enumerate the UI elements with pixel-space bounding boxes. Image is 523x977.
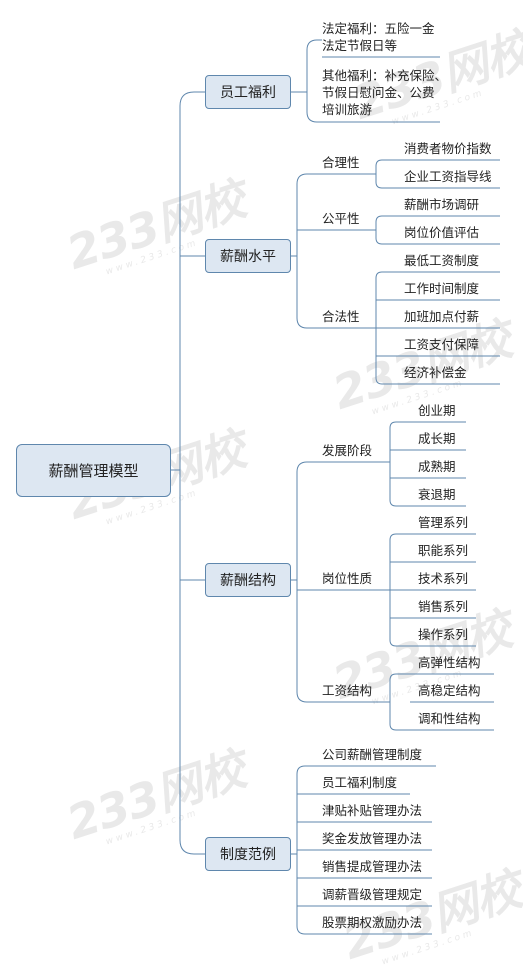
branch-welfare-label: 员工福利: [220, 85, 276, 101]
level-leaf: 加班加点付薪: [404, 309, 480, 324]
structure-leaf: 高弹性结构: [418, 655, 481, 670]
branch-structure: 薪酬结构: [205, 563, 291, 597]
example-item: 津贴补贴管理办法: [322, 803, 423, 818]
structure-leaf: 高稳定结构: [418, 683, 481, 698]
structure-leaf: 成长期: [418, 431, 456, 446]
example-item: 销售提成管理办法: [322, 859, 423, 874]
level-leaf: 最低工资制度: [404, 253, 480, 268]
example-item: 员工福利制度: [322, 775, 398, 790]
structure-sub-label: 工资结构: [322, 683, 373, 698]
structure-leaf: 创业期: [418, 403, 456, 418]
welfare-item: 法定福利：五险一金: [322, 21, 435, 36]
example-item: 奖金发放管理办法: [322, 831, 423, 846]
level-leaf: 工资支付保障: [404, 337, 480, 352]
structure-sub-label: 岗位性质: [322, 571, 373, 586]
structure-leaf: 衰退期: [418, 487, 456, 502]
level-sub-label: 合法性: [322, 309, 360, 324]
structure-leaf: 成熟期: [418, 459, 456, 474]
root-label: 薪酬管理模型: [48, 462, 139, 480]
branch-welfare: 员工福利: [205, 75, 291, 109]
welfare-item: 节假日慰问金、公费: [322, 85, 435, 100]
structure-leaf: 管理系列: [418, 515, 469, 530]
level-leaf: 岗位价值评估: [404, 225, 480, 240]
level-leaf: 经济补偿金: [404, 365, 467, 380]
structure-leaf: 操作系列: [418, 627, 469, 642]
branch-level-label: 薪酬水平: [220, 249, 276, 265]
structure-leaf: 职能系列: [418, 543, 469, 558]
branch-structure-label: 薪酬结构: [220, 573, 276, 589]
example-item: 调薪晋级管理规定: [322, 887, 423, 902]
structure-leaf: 销售系列: [418, 599, 469, 614]
connector-lines: [171, 39, 500, 935]
branch-examples-label: 制度范例: [220, 847, 276, 863]
structure-leaf: 调和性结构: [418, 711, 481, 726]
branch-examples: 制度范例: [205, 837, 291, 871]
example-item: 公司薪酬管理制度: [322, 747, 423, 762]
branch-level: 薪酬水平: [205, 239, 291, 273]
welfare-item: 培训旅游: [322, 102, 373, 117]
level-leaf: 企业工资指导线: [404, 169, 492, 184]
level-sub-label: 公平性: [322, 211, 360, 226]
welfare-item: 其他福利：补充保险、: [322, 68, 448, 83]
root-node: 薪酬管理模型: [16, 444, 171, 497]
structure-sub-label: 发展阶段: [322, 443, 373, 458]
level-leaf: 工作时间制度: [404, 281, 480, 296]
level-leaf: 薪酬市场调研: [404, 197, 480, 212]
level-leaf: 消费者物价指数: [404, 141, 492, 156]
level-sub-label: 合理性: [322, 155, 360, 170]
structure-leaf: 技术系列: [418, 571, 469, 586]
welfare-item: 法定节假日等: [322, 38, 398, 53]
example-item: 股票期权激励办法: [322, 915, 423, 930]
